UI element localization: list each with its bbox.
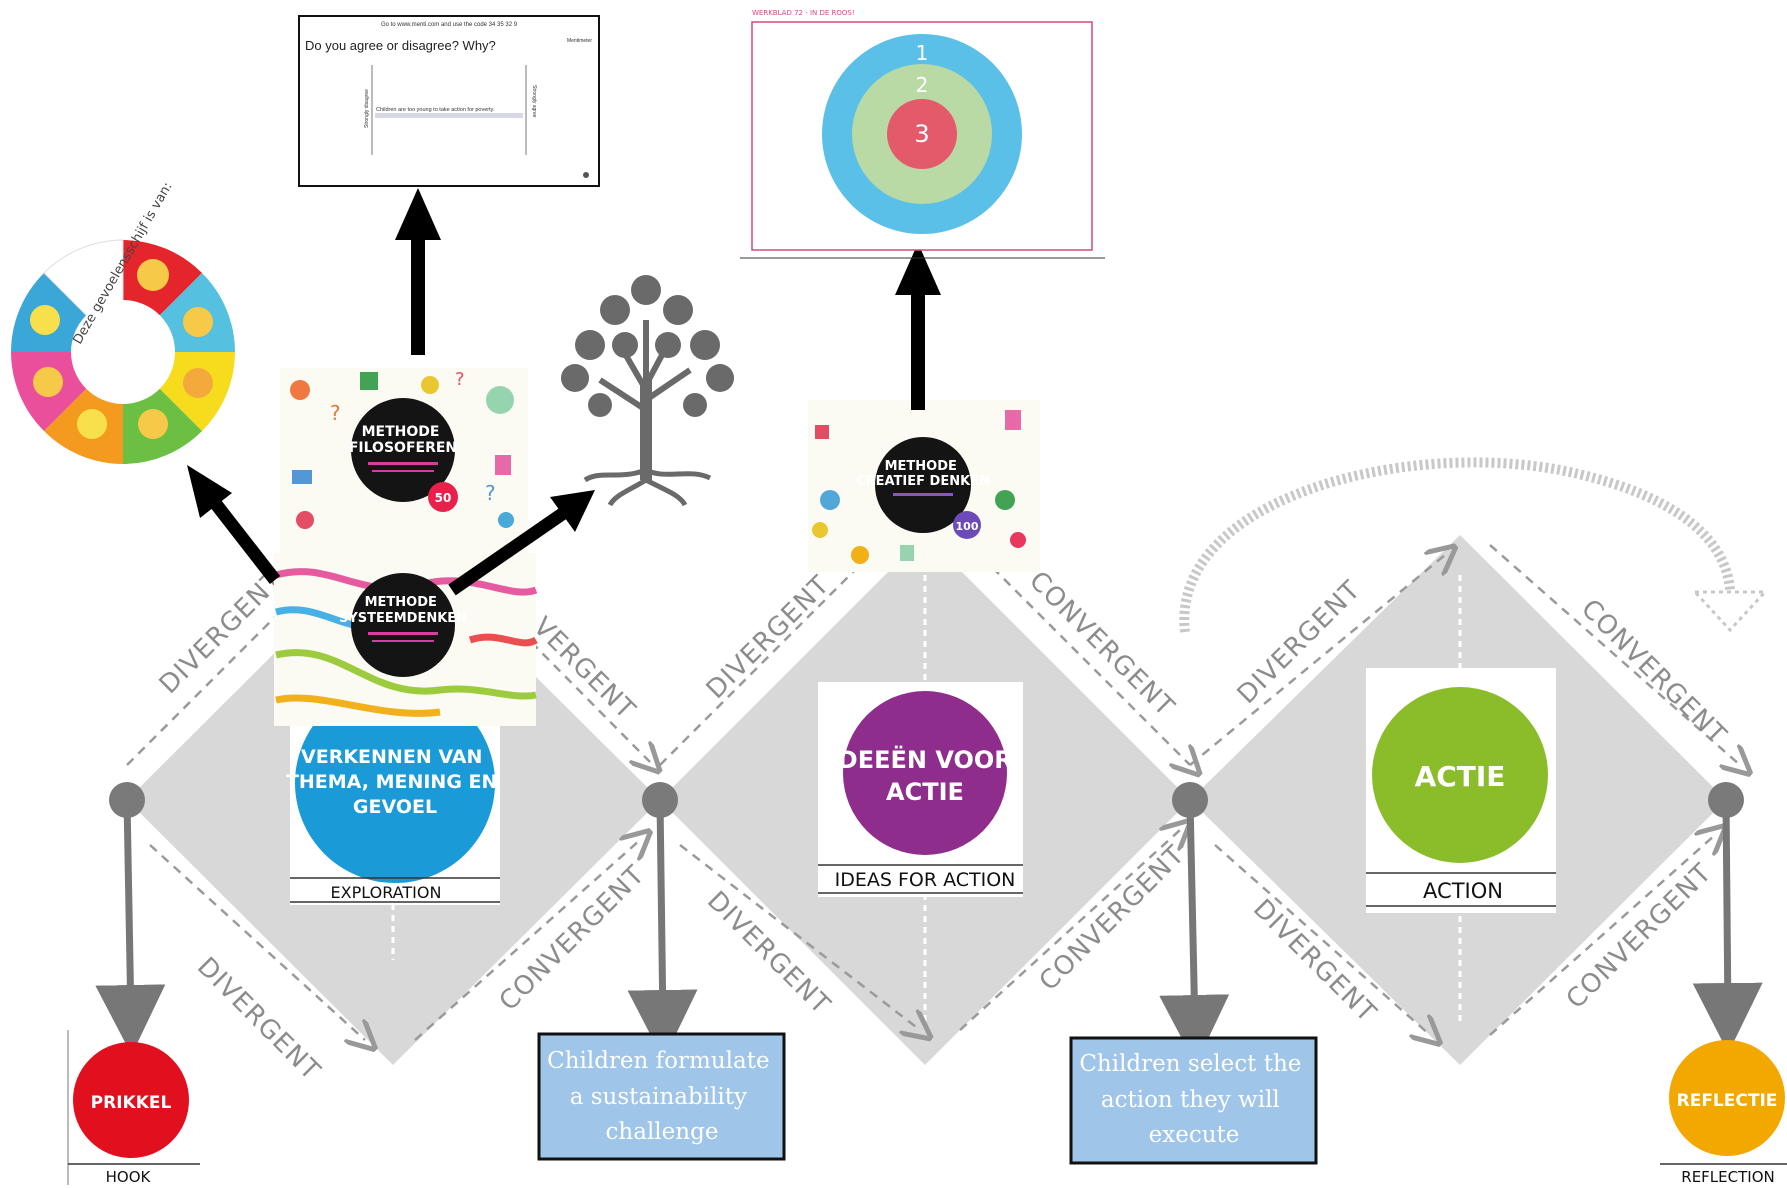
exploration-caption: EXPLORATION [331,883,442,902]
node-3 [1172,782,1208,818]
dashed-arrows [126,532,1740,1040]
select-action-box: Children select the action they will exe… [1069,1036,1318,1165]
menti-right-axis: Strongly agree [531,85,537,118]
ideas-circle-label: IDEEËN VOOR ACTIE [829,745,1021,806]
target-ring-3: 3 [914,120,929,148]
target-ring-1: 1 [916,41,929,65]
nodes [95,782,1763,1065]
book-filosoferen: ? ? ? METHODE FILOSOFEREN 50 [280,368,528,553]
svg-text:?: ? [330,401,341,425]
select-action-box-text: Children select the action they will exe… [1079,1051,1308,1148]
menti-slide: Go to www.menti.com and use the code 34 … [298,15,600,187]
wheel-faces-icon [30,259,213,439]
book-creatief: METHODE CREATIEF DENKEN 100 [808,400,1040,572]
menti-question: Do you agree or disagree? Why? [305,38,496,53]
action-circle-label: ACTIE [1415,760,1506,793]
action-caption: ACTION [1423,879,1503,903]
filosoferen-badge: 50 [435,491,452,505]
node-2 [642,782,678,818]
challenge-box: Children formulate a sustainability chal… [537,1032,786,1161]
stage-exploration: VERKENNEN VAN THEMA, MENING EN GEVOEL EX… [286,683,504,905]
creatief-badge: 100 [956,520,979,533]
menti-header: Go to www.menti.com and use the code 34 … [381,22,518,28]
menti-statement: Children are too young to take action fo… [376,107,495,113]
hook-circle-label: PRIKKEL [91,1093,172,1113]
node-1 [109,782,145,818]
svg-text:?: ? [485,481,496,505]
target-header: WERKBLAD 72 - IN DE ROOS! [752,9,855,17]
reflection-circle-label: REFLECTIE [1677,1091,1778,1111]
stage-reflection: REFLECTIE REFLECTION [1660,1040,1787,1186]
book-systeemdenken: METHODE SYSTEEMDENKEN [274,553,538,726]
reflection-caption: REFLECTION [1681,1168,1774,1186]
ideas-caption: IDEAS FOR ACTION [835,869,1016,891]
menti-left-axis: Strongly disagree [364,89,370,128]
challenge-box-text: Children formulate a sustainability chal… [547,1048,777,1145]
stage-ideas: IDEEËN VOOR ACTIE IDEAS FOR ACTION [818,682,1023,897]
creatief-title: METHODE CREATIEF DENKEN [856,459,990,489]
tree-icon [561,275,734,507]
target-ring-2: 2 [916,73,929,97]
stage-hook: PRIKKEL HOOK [67,1030,200,1186]
node-4 [1708,782,1744,818]
black-arrows [187,188,941,596]
hook-caption: HOOK [106,1168,152,1186]
svg-text:?: ? [455,369,465,390]
exploration-circle-label: VERKENNEN VAN THEMA, MENING EN GEVOEL [286,746,504,818]
target-worksheet: WERKBLAD 72 - IN DE ROOS! 1 2 3 [740,9,1105,259]
feelings-wheel: Deze gevoelensschijf is van: [11,180,235,464]
stage-action: ACTIE ACTION [1366,668,1556,913]
filosoferen-title: METHODE FILOSOFEREN [349,424,457,456]
menti-brand: Mentimeter [567,38,592,44]
loop-arrow [1179,457,1769,633]
systeemdenken-title: METHODE SYSTEEMDENKEN [339,595,467,626]
